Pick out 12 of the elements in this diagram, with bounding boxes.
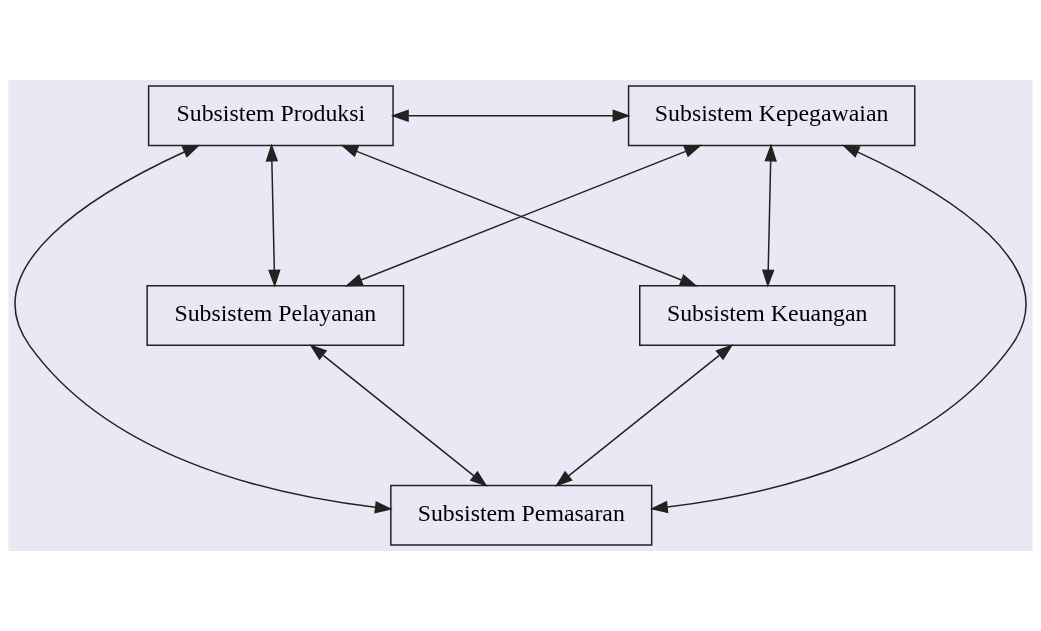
node-box: Subsistem Kepegawaian [627, 85, 916, 147]
node-box: Subsistem Keuangan [639, 284, 896, 347]
arrow [390, 109, 631, 123]
arrow [265, 143, 281, 288]
arrow [309, 344, 488, 487]
arrow [14, 144, 393, 514]
node-box: Subsistem Pemasaran [390, 484, 653, 546]
arrow [761, 143, 777, 288]
node-box: Subsistem Produksi [147, 85, 394, 147]
arrow [554, 344, 734, 487]
node-box: Subsistem Pelayanan [146, 284, 405, 347]
arrow [649, 144, 1027, 514]
